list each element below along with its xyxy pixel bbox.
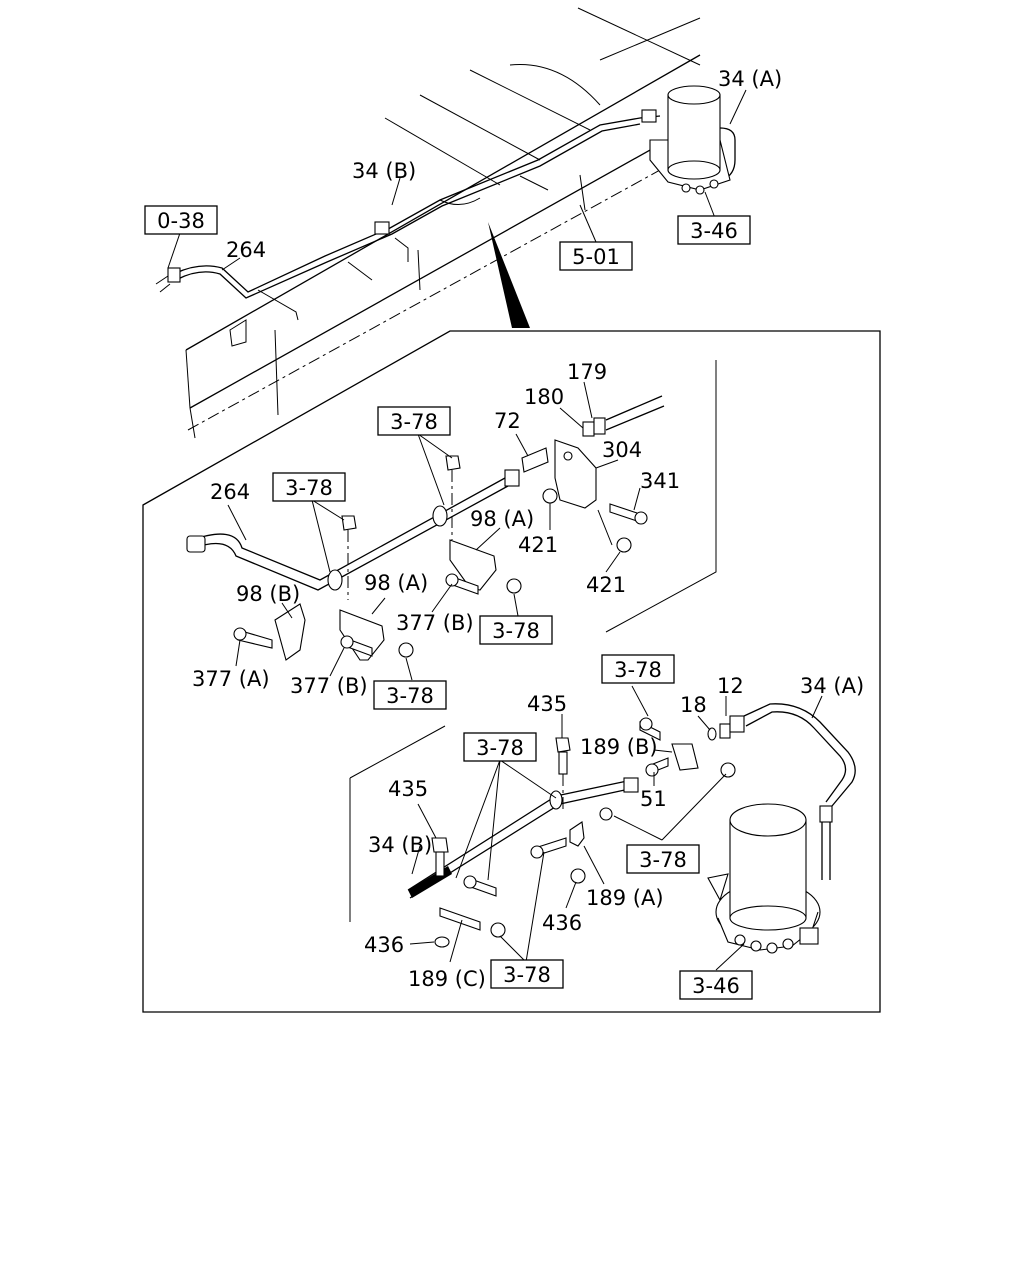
fitting-34a — [729, 715, 745, 733]
ref-label-5-01: 5-01 — [572, 245, 620, 269]
ref-label-3-78-u2: 3-78 — [390, 410, 438, 434]
part-label-377a: 377 (A) — [192, 667, 270, 691]
detail-pointer-arrow — [488, 222, 530, 328]
nut-3-78-c — [398, 642, 414, 658]
part-label-377b-2: 377 (B) — [396, 611, 474, 635]
connector-72 — [521, 447, 549, 473]
ref-label-3-46-overview: 3-46 — [690, 219, 738, 243]
nut-3-78-d — [506, 578, 522, 594]
fitting-34a-bottom — [819, 805, 833, 823]
fitting-34b — [374, 221, 390, 235]
ref-label-3-78-u1: 3-78 — [285, 476, 333, 500]
ref-box-3-46-detail — [679, 970, 753, 1000]
washer-18 — [707, 727, 717, 741]
clamp-2 — [432, 505, 448, 527]
bracket-98b — [274, 603, 306, 661]
nut-top-2 — [445, 455, 461, 471]
part-label-421-a: 421 — [518, 533, 558, 557]
part-label-18: 18 — [680, 693, 707, 717]
ref-box-0-38 — [144, 205, 218, 235]
ref-label-3-78-l3: 3-78 — [639, 848, 687, 872]
part-label-436-b: 436 — [542, 911, 582, 935]
ref-box-3-78-u1 — [272, 472, 346, 502]
fitting-264-nut — [186, 535, 206, 553]
ref-box-3-78-u3 — [479, 615, 553, 645]
ref-box-5-01 — [559, 241, 633, 271]
part-label-34a-overview: 34 (A) — [718, 67, 782, 91]
part-label-189c: 189 (C) — [408, 967, 486, 991]
part-label-435-a: 435 — [388, 777, 428, 801]
bracket-189c — [439, 907, 481, 931]
ref-label-0-38: 0-38 — [157, 209, 205, 233]
fitting-34a — [641, 109, 657, 123]
bracket-98a-1 — [339, 609, 385, 661]
washer-436-a — [434, 936, 450, 948]
part-label-180: 180 — [524, 385, 564, 409]
part-label-436-a: 436 — [364, 933, 404, 957]
lower-subframe — [349, 725, 446, 922]
part-label-189a: 189 (A) — [586, 886, 664, 910]
part-label-304: 304 — [602, 438, 642, 462]
nut-436-b — [570, 868, 586, 884]
part-label-98a-2: 98 (A) — [470, 507, 534, 531]
ref-box-3-78-u2 — [377, 406, 451, 436]
nut-421-b — [616, 537, 632, 553]
nut-3-78-lower — [599, 807, 613, 821]
fitting-lower-end — [623, 777, 639, 793]
nut-179 — [593, 417, 606, 435]
ref-box-3-46-overview — [677, 215, 751, 245]
part-label-264-detail: 264 — [210, 480, 250, 504]
lower-leaders — [409, 685, 823, 971]
upper-detail-parts — [186, 395, 665, 661]
part-label-34b-overview: 34 (B) — [352, 159, 416, 183]
clamp-1 — [327, 569, 343, 591]
part-label-72: 72 — [494, 409, 521, 433]
ref-label-3-46-detail: 3-46 — [692, 974, 740, 998]
upper-subframe — [605, 360, 717, 633]
bracket-189b — [671, 743, 699, 771]
air-dryer-large — [707, 803, 821, 954]
part-label-12: 12 — [717, 674, 744, 698]
ref-box-3-78-u4 — [373, 680, 447, 710]
part-label-98a-1: 98 (A) — [364, 571, 428, 595]
bracket-189a — [569, 821, 585, 847]
fitting-264-end — [167, 267, 181, 283]
ref-label-3-78-l2: 3-78 — [476, 736, 524, 760]
upper-leaders — [227, 381, 641, 681]
bolt-435-b-head — [555, 737, 571, 753]
ref-box-3-78-l4 — [490, 959, 564, 989]
ref-box-3-78-l2 — [463, 732, 537, 762]
nut-3-78-right — [720, 762, 736, 778]
air-dryer-small — [649, 85, 731, 195]
part-label-34b-detail: 34 (B) — [368, 833, 432, 857]
nut-180 — [582, 421, 595, 437]
part-label-51: 51 — [640, 787, 667, 811]
part-label-377b-1: 377 (B) — [290, 674, 368, 698]
bracket-98a-2 — [449, 539, 497, 591]
part-label-34a-detail: 34 (A) — [800, 674, 864, 698]
part-label-341: 341 — [640, 469, 680, 493]
ref-label-3-78-u3: 3-78 — [492, 619, 540, 643]
nut-12 — [719, 723, 731, 739]
lower-detail-parts — [407, 703, 856, 954]
nut-top-1 — [341, 515, 357, 531]
part-label-179: 179 — [567, 360, 607, 384]
nut-421-a — [542, 488, 558, 504]
part-label-421-b: 421 — [586, 573, 626, 597]
ref-label-3-78-l4: 3-78 — [503, 963, 551, 987]
part-label-264-overview: 264 — [226, 238, 266, 262]
part-label-189b: 189 (B) — [580, 735, 658, 759]
fitting-end — [504, 469, 520, 487]
ref-box-3-78-l3 — [626, 844, 700, 874]
part-label-435-b: 435 — [527, 692, 567, 716]
bolt-435-a-head — [431, 837, 449, 853]
ref-box-3-78-l1 — [601, 654, 675, 684]
clamp-lower — [549, 790, 563, 810]
ref-label-3-78-l1: 3-78 — [614, 658, 662, 682]
overview-frame — [155, 7, 747, 439]
ref-label-3-78-u4: 3-78 — [386, 684, 434, 708]
nut-3-78-c-lower — [490, 922, 506, 938]
part-label-98b: 98 (B) — [236, 582, 300, 606]
